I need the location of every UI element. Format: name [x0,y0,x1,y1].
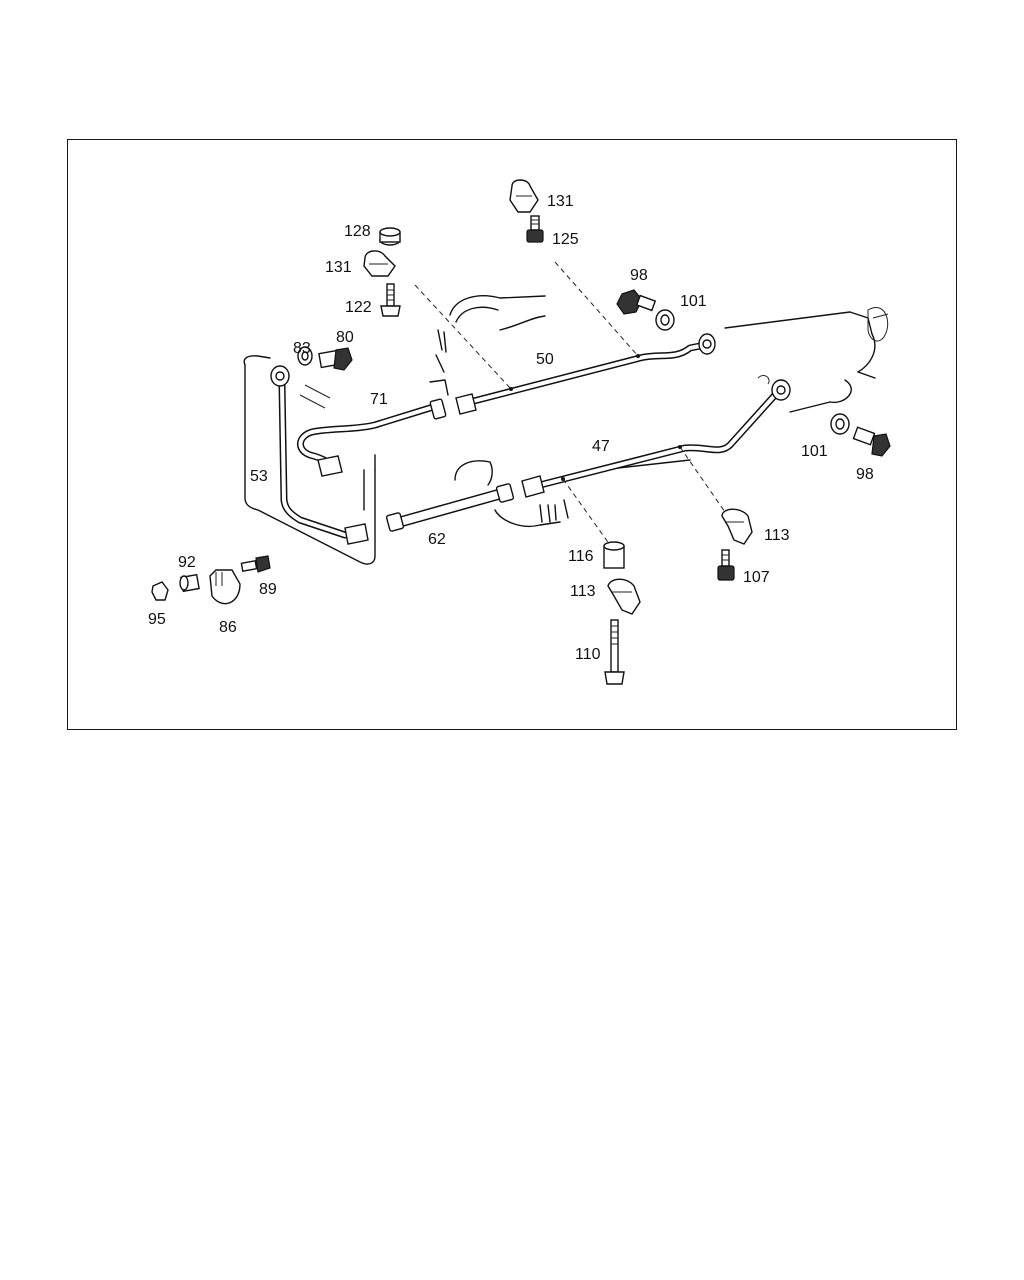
bolt-107 [717,549,735,581]
bolt-122 [380,283,401,317]
clip-113-right [721,508,753,545]
spacer-92 [179,573,200,593]
callout-86: 86 [219,619,237,636]
leader-lines [414,261,726,546]
pipe-47 [521,375,791,498]
callout-107: 107 [743,569,770,586]
pipe-71 [297,398,447,477]
callout-80: 80 [336,329,354,346]
callout-113-right: 113 [764,527,790,544]
transmission-housing [429,295,889,527]
callout-50: 50 [536,351,554,368]
pipe-53 [270,365,369,545]
banjo-bolt-80 [318,347,353,371]
hose-62 [385,483,515,532]
callout-101-top: 101 [680,293,707,310]
callout-47: 47 [592,438,610,455]
clip-131-left [363,250,396,277]
callout-116: 116 [568,548,594,565]
washer-83 [297,346,313,366]
banjo-bolt-98-top [616,289,657,315]
callout-128: 128 [344,223,371,240]
callout-92: 92 [178,554,196,571]
spacer-128 [379,227,401,246]
callout-98-top: 98 [630,267,648,284]
banjo-bolt-98-right [852,426,891,457]
oil-cooler [243,355,376,565]
callout-110: 110 [575,646,601,663]
callout-71: 71 [370,391,388,408]
pipe-50 [455,333,716,415]
washer-101-right [830,413,850,435]
callout-113-bottom: 113 [570,583,596,600]
callout-101-right: 101 [801,443,828,460]
callout-83: 83 [293,340,311,357]
callout-122: 122 [345,299,372,316]
nut-95 [151,581,169,601]
bolt-110 [604,619,625,685]
clip-131-top [509,179,539,213]
clip-86 [209,569,241,605]
callout-98-right: 98 [856,466,874,483]
diagram-frame [67,139,957,730]
callout-131-left: 131 [325,259,352,276]
callout-125: 125 [552,231,579,248]
spacer-116 [603,541,625,569]
callout-131-top: 131 [547,193,574,210]
bolt-89 [240,555,271,573]
callout-53: 53 [250,468,268,485]
washer-101-top [655,309,675,331]
clip-113-bottom [607,578,641,615]
callout-89: 89 [259,581,277,598]
bolt-125 [526,215,544,243]
callout-62: 62 [428,531,446,548]
callout-labels: 131 125 128 131 122 98 101 83 80 50 71 4… [148,193,874,663]
callout-95: 95 [148,611,166,628]
